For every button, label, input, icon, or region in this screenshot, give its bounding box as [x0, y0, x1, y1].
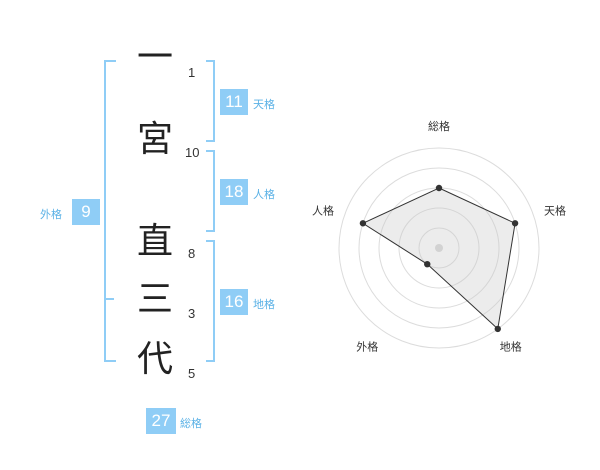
tenkaku-bracket: [206, 60, 215, 142]
radar-center-dot: [435, 244, 443, 252]
radar-point-5: [359, 220, 367, 227]
gaikaku-label: 外格: [40, 208, 62, 221]
radar-point-3: [494, 325, 501, 333]
tenkaku-value: 11: [220, 89, 248, 115]
radar-grid-ring: [418, 227, 460, 269]
name-char-2: 宮: [136, 119, 173, 160]
gaikaku-bracket: [104, 60, 116, 362]
jinkaku-label: 人格: [253, 188, 275, 201]
radar-grid-ring: [338, 147, 540, 349]
chikaku-value: 16: [220, 289, 248, 315]
radar-series-polygon: [361, 187, 516, 330]
gaikaku-value: 9: [72, 199, 100, 225]
tenkaku-label: 天格: [253, 98, 275, 111]
jinkaku-value: 18: [220, 179, 248, 205]
name-char-3: 直: [136, 221, 173, 262]
radar-point-2: [511, 220, 519, 227]
radar-axis-label-3: 地格: [500, 340, 522, 354]
soukaku-value: 27: [146, 408, 176, 434]
radar-point-4: [424, 260, 431, 268]
chikaku-label: 地格: [253, 298, 275, 311]
radar-grid-ring: [358, 167, 520, 329]
radar-axis-label-2: 天格: [544, 203, 566, 217]
radar-axis-label-1: 総格: [428, 119, 450, 133]
name-char-4: 三: [136, 279, 173, 320]
radar-point-1: [435, 184, 443, 192]
jinkaku-bracket: [206, 150, 215, 232]
radar-grid-ring: [398, 207, 480, 289]
name-char-1: 一: [136, 37, 173, 78]
stroke-count-5: 5: [188, 366, 196, 381]
soukaku-label: 総格: [180, 417, 202, 430]
radar-axis-label-4: 外格: [356, 340, 378, 354]
stroke-count-2: 10: [185, 145, 200, 160]
gaikaku-bracket-divider: [104, 298, 114, 300]
radar-axis-label-5: 人格: [312, 203, 334, 217]
name-char-5: 代: [136, 339, 173, 380]
stroke-count-3: 8: [188, 246, 196, 261]
stroke-count-1: 1: [188, 65, 196, 80]
chikaku-bracket: [206, 240, 215, 362]
stroke-count-4: 3: [188, 306, 196, 321]
